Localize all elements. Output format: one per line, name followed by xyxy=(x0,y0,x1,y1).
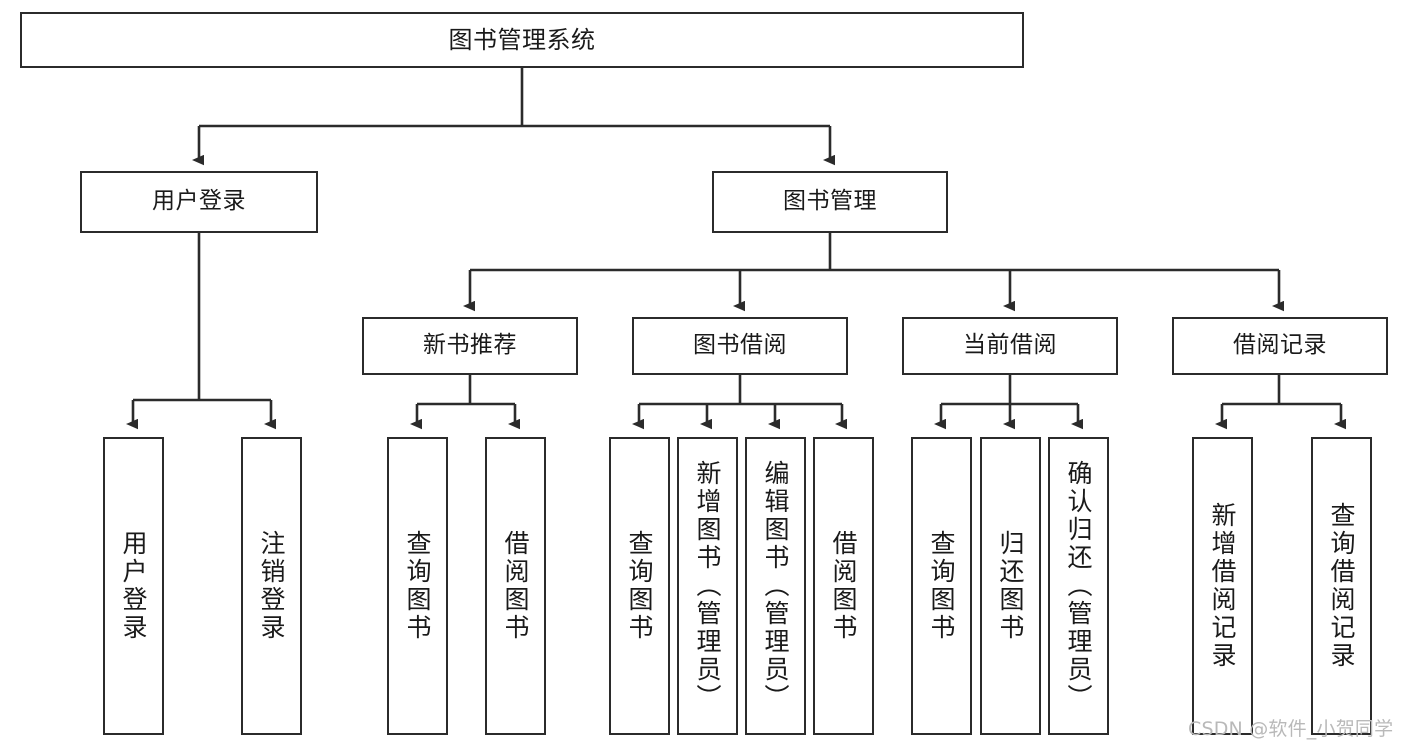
leaf-logout[interactable]: 注销登录 xyxy=(241,437,302,735)
node-label: 当前借阅 xyxy=(963,332,1057,359)
node-label: 查询图书 xyxy=(927,530,956,642)
node-label: 用户登录 xyxy=(152,188,246,215)
leaf-add-borrow-record[interactable]: 新增借阅记录 xyxy=(1192,437,1253,735)
leaf-add-book-admin[interactable]: 新增图书（管理员） xyxy=(677,437,738,735)
node-label: 图书管理 xyxy=(783,188,877,215)
node-label: 归还图书 xyxy=(996,530,1025,642)
node-borrow-record[interactable]: 借阅记录 xyxy=(1172,317,1388,375)
leaf-return-book[interactable]: 归还图书 xyxy=(980,437,1041,735)
node-label: 借阅图书 xyxy=(829,530,858,642)
node-book-management[interactable]: 图书管理 xyxy=(712,171,948,233)
node-current-borrow[interactable]: 当前借阅 xyxy=(902,317,1118,375)
node-label: 查询图书 xyxy=(403,530,432,642)
node-book-borrow[interactable]: 图书借阅 xyxy=(632,317,848,375)
node-label: 确认归还（管理员） xyxy=(1064,460,1093,712)
leaf-query-borrow-record[interactable]: 查询借阅记录 xyxy=(1311,437,1372,735)
node-label: 用户登录 xyxy=(119,530,148,642)
node-new-book-recommend[interactable]: 新书推荐 xyxy=(362,317,578,375)
node-label: 编辑图书（管理员） xyxy=(761,460,790,712)
node-label: 查询借阅记录 xyxy=(1327,502,1356,670)
node-label: 借阅记录 xyxy=(1233,332,1327,359)
node-label: 借阅图书 xyxy=(501,530,530,642)
node-label: 查询图书 xyxy=(625,530,654,642)
leaf-borrow-book-recommend[interactable]: 借阅图书 xyxy=(485,437,546,735)
node-label: 新增借阅记录 xyxy=(1208,502,1237,670)
node-book-management-system[interactable]: 图书管理系统 xyxy=(20,12,1024,68)
leaf-confirm-return-admin[interactable]: 确认归还（管理员） xyxy=(1048,437,1109,735)
leaf-query-book-borrow[interactable]: 查询图书 xyxy=(609,437,670,735)
node-label: 新书推荐 xyxy=(423,332,517,359)
node-label: 图书管理系统 xyxy=(448,25,596,54)
leaf-edit-book-admin[interactable]: 编辑图书（管理员） xyxy=(745,437,806,735)
node-user-login[interactable]: 用户登录 xyxy=(80,171,318,233)
node-label: 注销登录 xyxy=(257,530,286,642)
node-label: 图书借阅 xyxy=(693,332,787,359)
leaf-user-login[interactable]: 用户登录 xyxy=(103,437,164,735)
node-label: 新增图书（管理员） xyxy=(693,460,722,712)
leaf-borrow-book[interactable]: 借阅图书 xyxy=(813,437,874,735)
leaf-query-book-recommend[interactable]: 查询图书 xyxy=(387,437,448,735)
csdn-watermark: CSDN @软件_小贺同学 xyxy=(1188,718,1394,740)
leaf-query-book-current[interactable]: 查询图书 xyxy=(911,437,972,735)
